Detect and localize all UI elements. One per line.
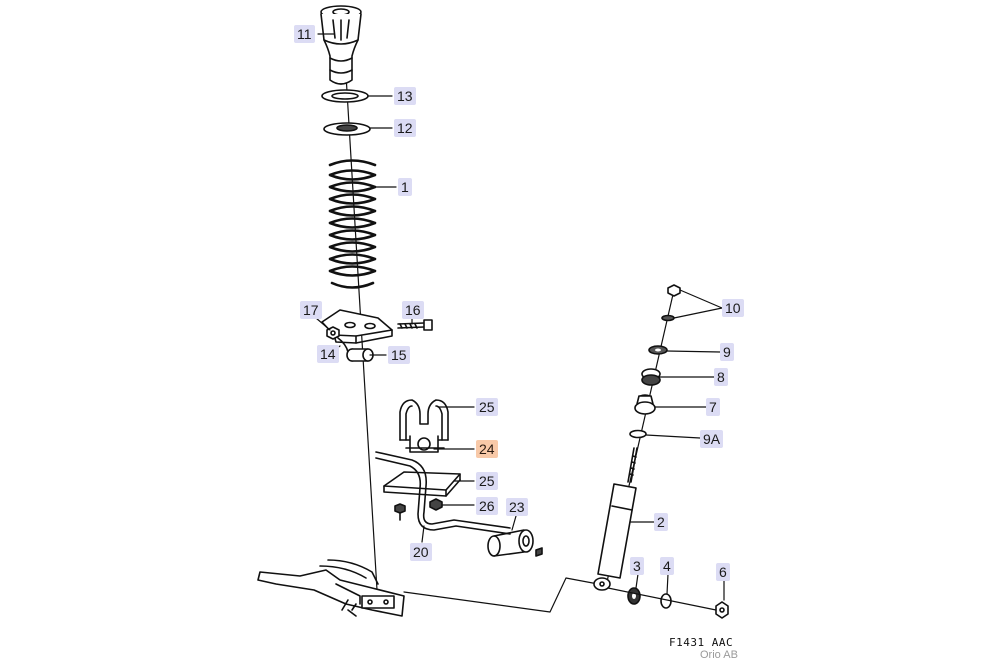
link-line [403, 577, 599, 613]
washer-13-part [321, 89, 369, 103]
leader-lines [315, 33, 725, 601]
washer-9a-part [629, 429, 647, 439]
bushing-15-part [346, 348, 374, 362]
clip-14-part [337, 337, 349, 353]
callout-label-1[interactable]: 1 [398, 178, 412, 196]
callout-label-23-selected[interactable]: 24 [476, 440, 498, 458]
callout-label-15[interactable]: 15 [388, 346, 410, 364]
bolt-16-part [397, 319, 433, 331]
stabilizer-bar-20-part [375, 451, 511, 535]
credit-text: Orio AB [700, 649, 738, 661]
rubber-8-part [641, 368, 661, 386]
callout-label-22[interactable]: 23 [506, 498, 528, 516]
lower-arm-part [257, 559, 405, 617]
u-clamp-24-part [399, 399, 449, 441]
callout-label-12[interactable]: 12 [394, 119, 416, 137]
callout-label-3[interactable]: 3 [630, 557, 644, 575]
callout-label-4[interactable]: 4 [660, 557, 674, 575]
bush-7-part [634, 394, 656, 415]
callout-label-24[interactable]: 25 [476, 398, 498, 416]
callout-label-13[interactable]: 13 [394, 87, 416, 105]
spring-seat-part [323, 122, 371, 136]
bushing-3-part [627, 587, 641, 605]
callout-label-7[interactable]: 7 [706, 398, 720, 416]
axis-line [342, 24, 378, 591]
callout-label-2[interactable]: 2 [654, 513, 668, 531]
callout-label-25[interactable]: 25 [476, 472, 498, 490]
nut-26-part [429, 498, 443, 511]
bump-stop-part [320, 5, 362, 85]
callout-label-26[interactable]: 26 [476, 497, 498, 515]
callout-label-11[interactable]: 11 [294, 25, 315, 43]
callout-label-8[interactable]: 8 [714, 368, 728, 386]
shock-absorber-2-part [593, 447, 638, 591]
callout-label-17[interactable]: 17 [300, 301, 322, 319]
nut-small-part [394, 503, 406, 521]
callout-label-20[interactable]: 20 [410, 543, 432, 561]
callout-label-9a[interactable]: 9A [700, 430, 724, 448]
callout-label-6[interactable]: 6 [716, 563, 730, 581]
callout-label-9[interactable]: 9 [720, 343, 734, 361]
end-bushing-22-part [487, 529, 543, 557]
rubber-bushing-23-part [405, 435, 445, 453]
nut-6-part [715, 601, 729, 619]
plate-25-part [383, 471, 461, 497]
callout-label-10[interactable]: 10 [722, 299, 744, 317]
coil-spring-part [328, 159, 377, 289]
callout-label-16[interactable]: 16 [402, 301, 424, 319]
figure-caption: F1431 AAC [669, 636, 734, 649]
callout-label-14[interactable]: 14 [317, 345, 339, 363]
